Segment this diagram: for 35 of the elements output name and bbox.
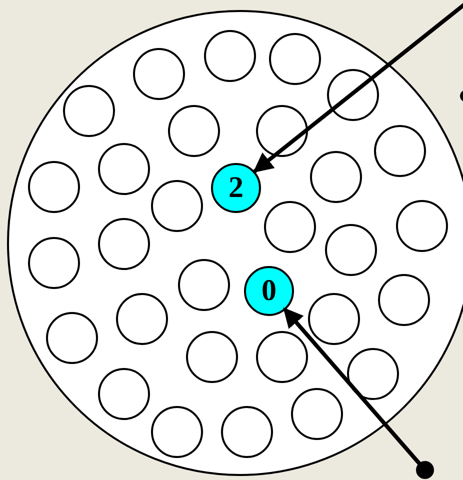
strand-ring xyxy=(28,161,80,213)
numbered-strand xyxy=(244,266,294,316)
strand-ring xyxy=(325,224,377,276)
strand-ring xyxy=(256,105,308,157)
strand-ring xyxy=(151,406,203,458)
numbered-strand xyxy=(211,163,261,213)
strand-ring xyxy=(204,30,256,82)
pointer-arrow xyxy=(282,307,434,479)
strand-ring xyxy=(310,151,362,203)
strand-ring xyxy=(186,331,238,383)
strand-number: 2 xyxy=(228,173,244,203)
strand-ring xyxy=(28,237,80,289)
strand-ring xyxy=(269,33,321,85)
strand-ring xyxy=(347,348,399,400)
strand-ring xyxy=(396,200,448,252)
pointer-arrow xyxy=(253,0,463,173)
strand-ring xyxy=(221,406,273,458)
strand-ring xyxy=(98,143,150,195)
strand-number: 0 xyxy=(262,276,276,306)
strand-ring xyxy=(151,180,203,232)
strand-ring xyxy=(374,125,426,177)
strand-ring xyxy=(133,48,185,100)
strand-ring xyxy=(98,218,150,270)
strand-ring xyxy=(98,368,150,420)
strand-ring xyxy=(256,331,308,383)
strand-ring xyxy=(264,201,316,253)
strand-ring xyxy=(178,259,230,311)
strand-ring xyxy=(378,274,430,326)
strand-ring xyxy=(63,85,115,137)
strand-ring xyxy=(327,69,379,121)
strand-ring xyxy=(46,312,98,364)
strand-ring xyxy=(308,293,360,345)
strand-ring xyxy=(291,388,343,440)
strand-ring xyxy=(116,293,168,345)
strand-ring xyxy=(168,105,220,157)
